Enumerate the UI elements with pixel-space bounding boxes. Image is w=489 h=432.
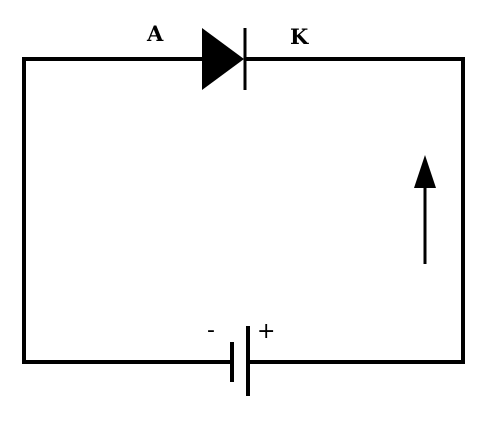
cathode-label: K: [290, 24, 309, 49]
arrow-up-icon: [414, 155, 436, 264]
battery-negative-label: -: [207, 318, 215, 343]
circuit-wires: [22, 57, 465, 364]
diode-triangle: [202, 28, 244, 90]
battery-symbol: [230, 326, 250, 396]
anode-label: A: [146, 21, 164, 46]
battery-positive-label: +: [257, 319, 275, 344]
diode-symbol: [202, 28, 247, 90]
arrow-head: [414, 155, 436, 188]
